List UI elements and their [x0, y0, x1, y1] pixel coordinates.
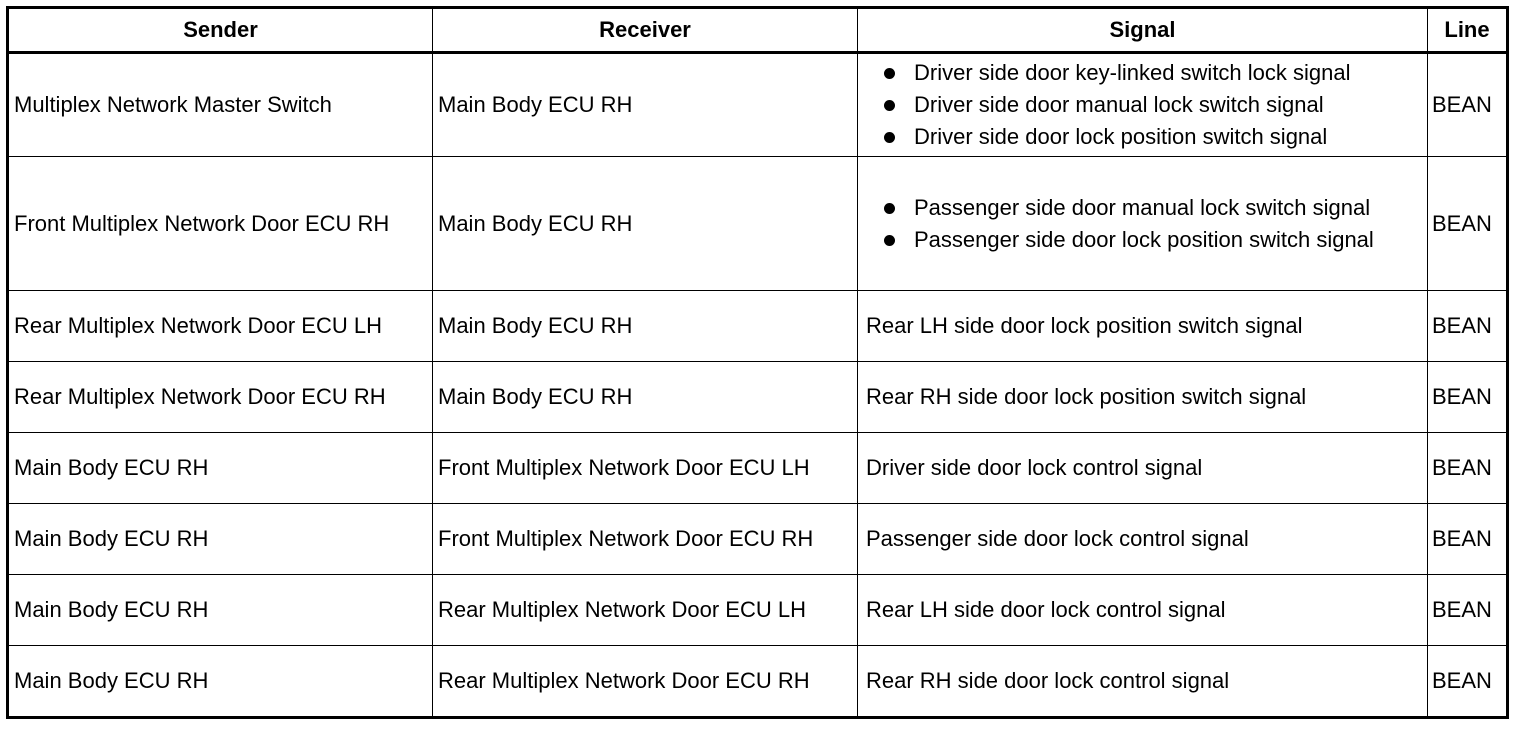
- signal-cell: Driver side door lock control signal: [857, 432, 1428, 504]
- signal-list: Passenger side door manual lock switch s…: [866, 193, 1421, 255]
- header-line: Line: [1427, 7, 1508, 53]
- sender-cell: Main Body ECU RH: [7, 503, 433, 575]
- table-row: Main Body ECU RH Front Multiplex Network…: [7, 432, 1508, 504]
- receiver-cell: Front Multiplex Network Door ECU LH: [432, 432, 858, 504]
- sender-cell: Rear Multiplex Network Door ECU RH: [7, 361, 433, 433]
- signal-cell: Rear RH side door lock control signal: [857, 645, 1428, 718]
- table-row: Main Body ECU RH Rear Multiplex Network …: [7, 645, 1508, 718]
- sender-cell: Main Body ECU RH: [7, 574, 433, 646]
- table-row: Rear Multiplex Network Door ECU LH Main …: [7, 290, 1508, 362]
- header-signal: Signal: [857, 7, 1428, 53]
- line-cell: BEAN: [1427, 361, 1508, 433]
- receiver-cell: Rear Multiplex Network Door ECU RH: [432, 645, 858, 718]
- line-cell: BEAN: [1427, 432, 1508, 504]
- sender-cell: Rear Multiplex Network Door ECU LH: [7, 290, 433, 362]
- receiver-cell: Rear Multiplex Network Door ECU LH: [432, 574, 858, 646]
- table-row: Rear Multiplex Network Door ECU RH Main …: [7, 361, 1508, 433]
- signal-cell: Rear RH side door lock position switch s…: [857, 361, 1428, 433]
- communication-table: Sender Receiver Signal Line Multiplex Ne…: [6, 6, 1509, 719]
- signal-cell: Passenger side door lock control signal: [857, 503, 1428, 575]
- receiver-cell: Main Body ECU RH: [432, 52, 858, 157]
- receiver-cell: Main Body ECU RH: [432, 361, 858, 433]
- signal-item: Driver side door manual lock switch sign…: [866, 90, 1421, 120]
- line-cell: BEAN: [1427, 290, 1508, 362]
- signal-cell: Rear LH side door lock position switch s…: [857, 290, 1428, 362]
- signal-cell: Driver side door key-linked switch lock …: [857, 52, 1428, 157]
- signal-cell: Rear LH side door lock control signal: [857, 574, 1428, 646]
- line-cell: BEAN: [1427, 645, 1508, 718]
- signal-item: Passenger side door lock position switch…: [866, 225, 1421, 255]
- sender-cell: Main Body ECU RH: [7, 432, 433, 504]
- table-row: Main Body ECU RH Front Multiplex Network…: [7, 503, 1508, 575]
- sender-cell: Main Body ECU RH: [7, 645, 433, 718]
- signal-item: Driver side door lock position switch si…: [866, 122, 1421, 152]
- header-receiver: Receiver: [432, 7, 858, 53]
- sender-cell: Multiplex Network Master Switch: [7, 52, 433, 157]
- line-cell: BEAN: [1427, 52, 1508, 157]
- table-row: Front Multiplex Network Door ECU RH Main…: [7, 156, 1508, 291]
- table-header-row: Sender Receiver Signal Line: [7, 7, 1508, 53]
- line-cell: BEAN: [1427, 156, 1508, 291]
- table-row: Main Body ECU RH Rear Multiplex Network …: [7, 574, 1508, 646]
- header-sender: Sender: [7, 7, 433, 53]
- signal-item: Passenger side door manual lock switch s…: [866, 193, 1421, 223]
- receiver-cell: Main Body ECU RH: [432, 156, 858, 291]
- line-cell: BEAN: [1427, 574, 1508, 646]
- table-row: Multiplex Network Master Switch Main Bod…: [7, 52, 1508, 157]
- receiver-cell: Front Multiplex Network Door ECU RH: [432, 503, 858, 575]
- signal-item: Driver side door key-linked switch lock …: [866, 58, 1421, 88]
- line-cell: BEAN: [1427, 503, 1508, 575]
- signal-cell: Passenger side door manual lock switch s…: [857, 156, 1428, 291]
- receiver-cell: Main Body ECU RH: [432, 290, 858, 362]
- signal-list: Driver side door key-linked switch lock …: [866, 58, 1421, 152]
- sender-cell: Front Multiplex Network Door ECU RH: [7, 156, 433, 291]
